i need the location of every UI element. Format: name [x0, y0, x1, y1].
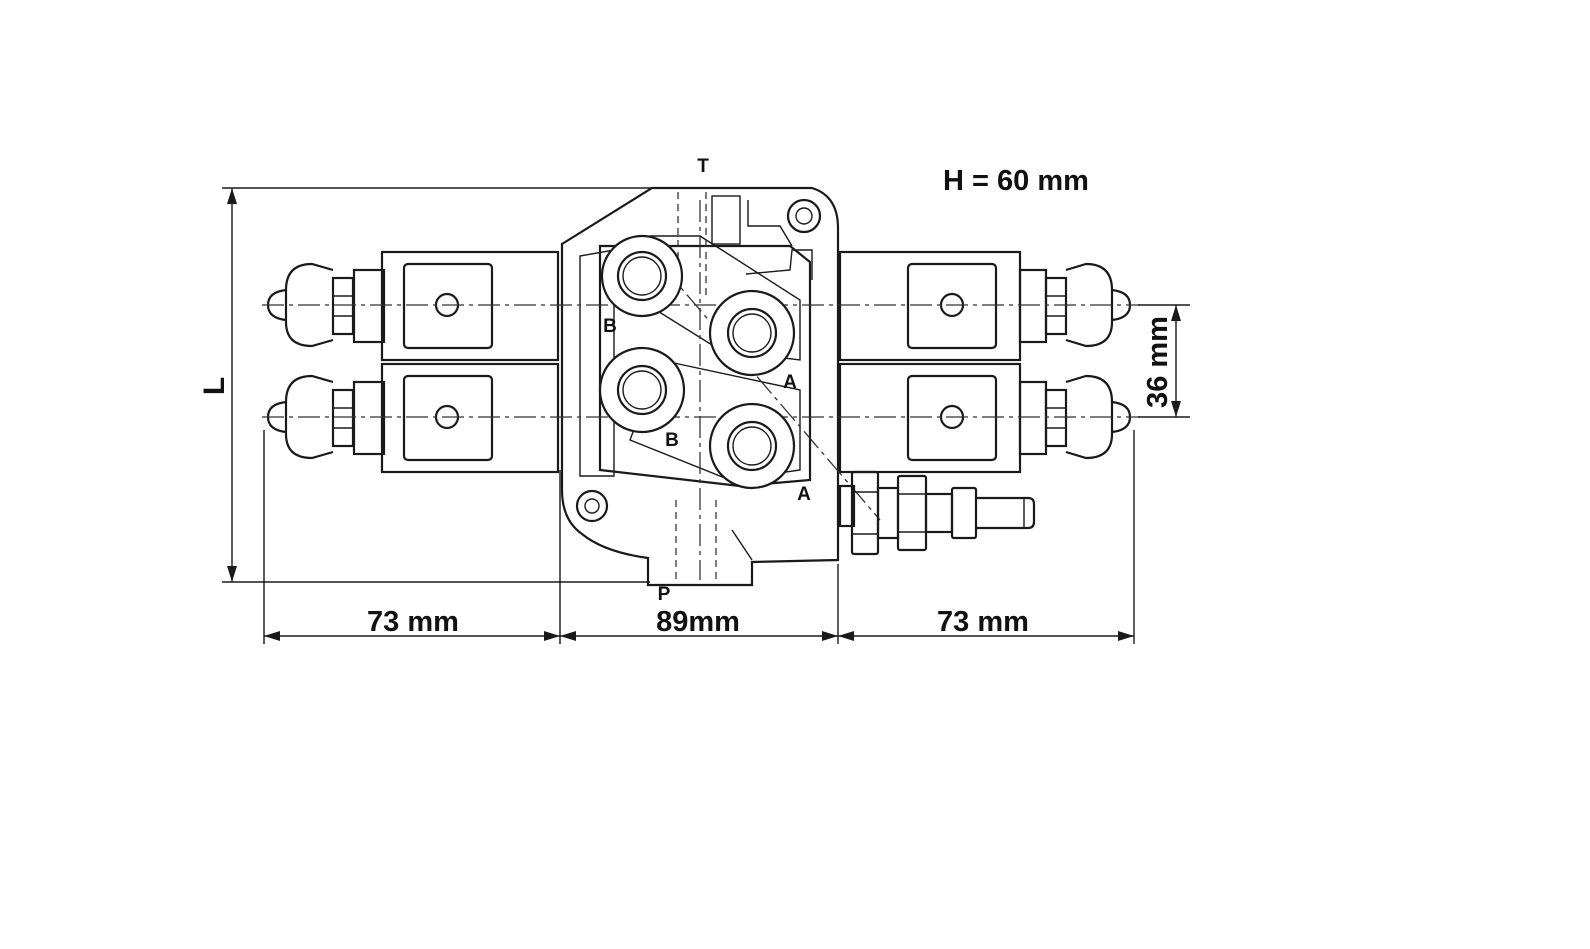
- lock-nut-small: [950, 486, 978, 540]
- adjuster-nut-medium: [896, 474, 928, 552]
- coil-housing: [838, 362, 1022, 474]
- coil-housing: [380, 362, 560, 474]
- spool-pitch-label: 36 mm: [1142, 316, 1174, 408]
- dimension-length: L: [198, 187, 670, 583]
- armature-tube: [352, 268, 386, 344]
- arrowhead-down: [227, 566, 237, 582]
- solenoid-left-upper: [266, 250, 560, 362]
- mounting-hole-bottom: [575, 489, 609, 523]
- valve-face-plate: [598, 244, 812, 488]
- solenoid-right-lower: [838, 362, 1132, 474]
- valve-body: [262, 186, 1140, 587]
- armature-tube: [1018, 380, 1048, 456]
- manual-override-cap: [1065, 374, 1114, 460]
- port-a-lower-label: A: [797, 484, 811, 505]
- armature-tube: [352, 380, 386, 456]
- adjuster-nut-large: [850, 470, 880, 556]
- arrowhead-up: [227, 188, 237, 204]
- lock-nut: [331, 276, 355, 336]
- solenoid-right-width-label: 73 mm: [937, 606, 1029, 638]
- coil-connector: [402, 374, 494, 462]
- relief-valve-cartridge: [838, 470, 1036, 556]
- port-a-lower-fitting: [708, 402, 796, 490]
- lock-nut: [331, 388, 355, 448]
- lock-nut: [1044, 388, 1068, 448]
- port-b-upper-fitting: [600, 234, 684, 318]
- coil-connector: [402, 262, 494, 350]
- mounting-hole-top: [786, 198, 822, 234]
- adjuster-stem: [976, 496, 1036, 530]
- port-b-lower-fitting: [598, 346, 686, 434]
- lock-nut: [1044, 276, 1068, 336]
- length-label: L: [198, 377, 231, 395]
- coil-housing: [838, 250, 1022, 362]
- armature-tube: [1018, 268, 1048, 344]
- port-a-upper-fitting: [708, 289, 796, 377]
- solenoid-left-lower: [266, 362, 560, 474]
- coil-housing: [380, 250, 560, 362]
- dimension-bottom-chain: 73 mm 89mm 73 mm: [263, 430, 1135, 644]
- valve-housing-outline: [560, 186, 840, 587]
- coil-connector: [906, 374, 998, 462]
- height-note: H = 60 mm: [943, 165, 1089, 197]
- solenoid-right-upper: [838, 250, 1132, 362]
- manual-override-cap: [284, 374, 334, 460]
- port-b-upper-label: B: [603, 316, 617, 337]
- port-a-upper-label: A: [783, 372, 797, 393]
- dimension-spool-pitch: 36 mm: [1138, 304, 1190, 418]
- manual-override-cap: [284, 262, 334, 348]
- coil-connector: [906, 262, 998, 350]
- manual-override-cap: [1065, 262, 1114, 348]
- port-b-lower-label: B: [665, 430, 679, 451]
- port-t-label: T: [697, 156, 709, 177]
- solenoid-left-width-label: 73 mm: [367, 606, 459, 638]
- valve-body-width-label: 89mm: [656, 606, 740, 638]
- port-p-label: P: [658, 584, 671, 605]
